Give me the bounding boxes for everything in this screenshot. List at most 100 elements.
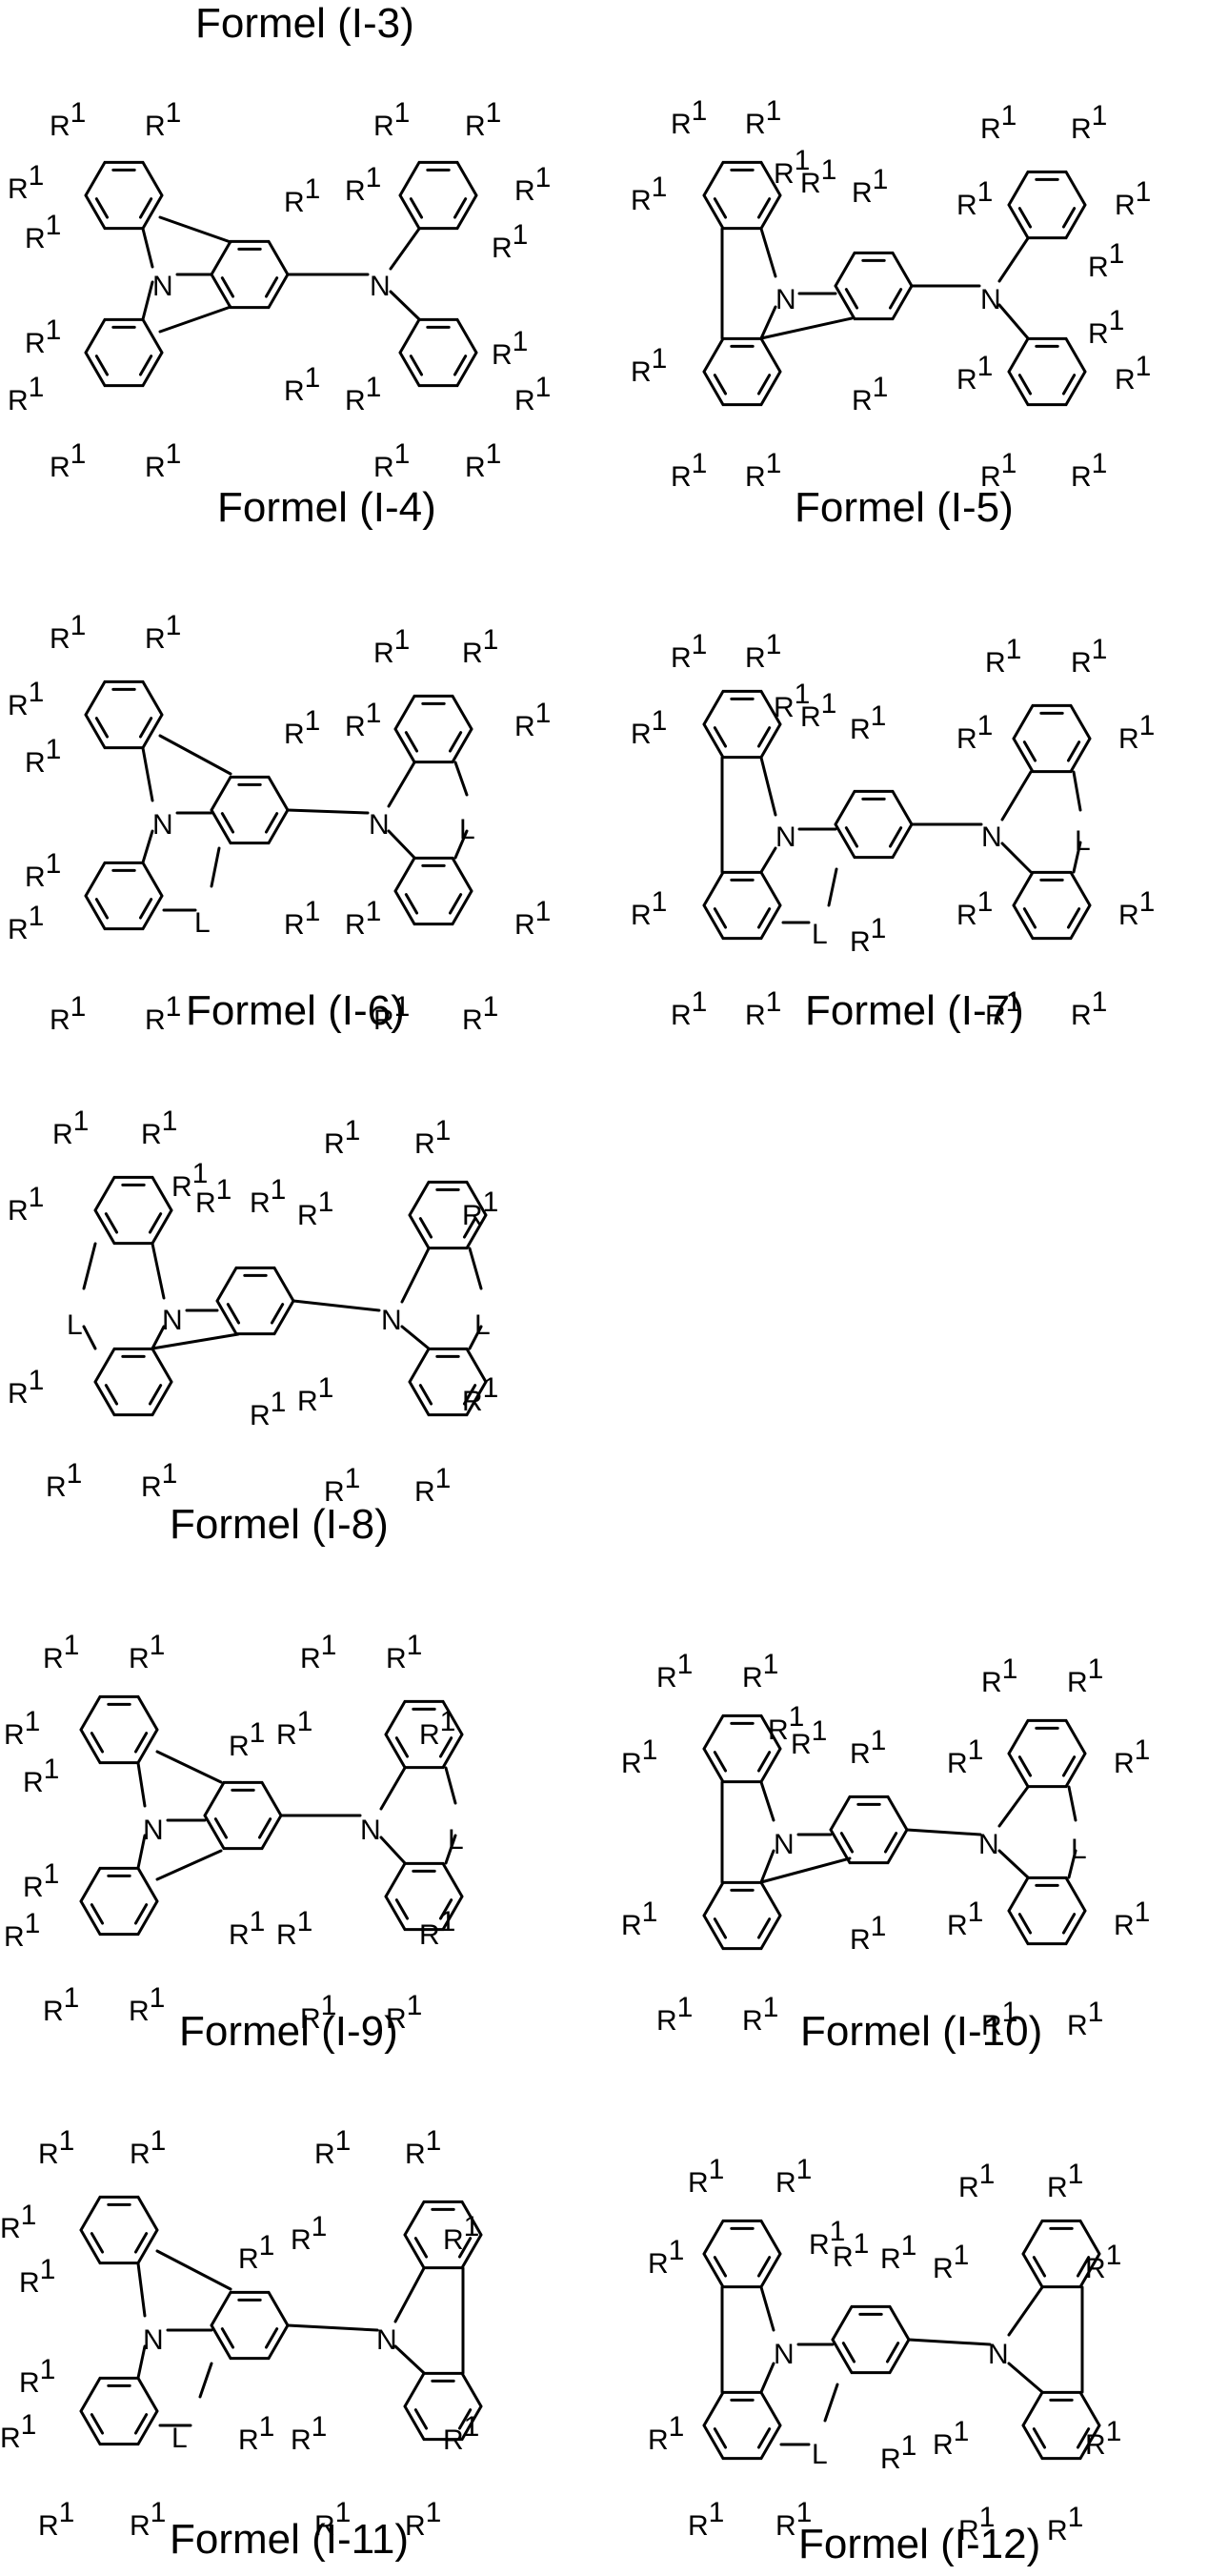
substituent-label-r1: R1 [284,896,320,941]
single-bond [155,1849,223,1881]
substituent-label-r1: R1 [38,2497,74,2542]
substituent-label-r1: R1 [419,1906,455,1951]
formula-caption: Formel (I-3) [195,0,414,47]
benzene-ring-edge [210,239,290,310]
double-bond [713,2256,728,2278]
single-bond [393,2344,426,2375]
benzene-ring-edge [84,160,164,231]
substituent-label-r1: R1 [933,2416,969,2461]
substituent-label-r1: R1 [671,448,707,493]
benzene-ring-edge [1021,2390,1101,2461]
substituent-label-r1: R1 [1047,2159,1083,2203]
double-bond [148,1212,163,1234]
single-bond [1072,770,1082,812]
benzene-ring-edge [829,1795,909,1865]
substituent-label-r1: R1 [1071,448,1107,493]
single-bond [997,236,1030,283]
double-bond [138,717,153,739]
benzene-ring-edge [79,2376,159,2446]
substituent-label-r1: R1 [462,1372,498,1417]
substituent-label-r1: R1 [1085,2240,1121,2284]
substituent-label-r1: R1 [492,326,528,371]
substituent-label-r1: R1 [1047,2502,1083,2546]
substituent-label-r1: R1 [1118,710,1155,755]
nitrogen-atom-label: N [980,284,1001,315]
substituent-label-r1: R1 [23,1858,59,1903]
benzene-ring-edge [702,1880,782,1951]
benzene-ring-edge [79,2195,159,2265]
nitrogen-atom-label: N [775,821,796,853]
substituent-label-r1: R1 [462,1187,498,1231]
substituent-label-r1: R1 [656,1649,693,1694]
substituent-label-r1: R1 [345,372,381,416]
substituent-label-r1: R1 [141,1458,177,1503]
substituent-label-r1: R1 [775,2154,812,2199]
substituent-label-r1: R1 [775,2497,812,2542]
substituent-label-r1: R1 [145,97,181,142]
benzene-ring-edge [834,251,914,321]
substituent-label-r1: R1 [129,1982,165,2027]
substituent-label-r1: R1 [1071,986,1107,1031]
substituent-label-r1: R1 [405,2125,441,2170]
substituent-label-r1: R1 [688,2154,724,2199]
substituent-label-r1: R1 [50,991,86,1036]
substituent-label-r1: R1 [145,610,181,655]
single-bond [389,227,421,271]
substituent-label-r1: R1 [985,986,1021,1031]
substituent-label-r1: R1 [276,1906,312,1951]
single-bond [136,1834,147,1870]
double-bond [888,826,903,848]
substituent-label-r1: R1 [250,1387,286,1431]
substituent-label-r1: R1 [229,1906,265,1951]
single-bond [905,1828,982,1836]
substituent-label-r1: R1 [852,164,888,209]
substituent-label-r1: R1 [648,2235,684,2280]
substituent-label-r1: R1 [405,2497,441,2542]
substituent-label-r1: R1 [850,1725,886,1770]
single-bond [907,2338,992,2346]
double-bond [839,1832,855,1854]
benzene-ring-edge [84,317,164,388]
substituent-label-r1: R1 [1118,886,1155,931]
substituent-label-r1: R1 [345,162,381,207]
substituent-label-r1: R1 [443,2411,479,2456]
double-bond [257,1817,272,1839]
linker-label-l: L [1071,1834,1087,1865]
benzene-ring-edge [702,2390,782,2461]
nitrogen-atom-label: N [152,271,173,302]
nitrogen-atom-label: N [360,1815,381,1846]
substituent-label-r1: R1 [19,2354,55,2399]
double-bond [1061,374,1077,396]
double-bond [104,1384,119,1406]
substituent-label-r1: R1 [25,210,61,254]
double-bond [90,1903,105,1925]
double-bond [448,893,463,915]
substituent-label-r1: R1 [373,438,410,483]
substituent-label-r1: R1 [8,1365,44,1410]
substituent-label-r1: R1 [947,1734,983,1779]
substituent-label-r1: R1 [631,343,667,388]
benzene-ring-edge [702,2219,782,2289]
substituent-label-r1: R1 [742,1992,778,2037]
substituent-label-r1: R1 [297,1372,333,1417]
nitrogen-atom-label: N [775,284,796,315]
benzene-ring-edge [1007,1876,1087,1946]
double-bond [138,355,153,376]
single-bond [400,1247,431,1304]
substituent-label-r1: R1 [981,1653,1017,1698]
substituent-label-r1: R1 [981,1997,1017,2041]
substituent-label-r1: R1 [850,700,886,745]
substituent-label-r1: R1 [4,1706,40,1751]
nitrogen-atom-label: N [152,809,173,841]
substituent-label-r1: R1 [1088,238,1124,283]
substituent-label-r1: R1 [880,2230,916,2275]
substituent-label-r1: R1 [1114,1734,1150,1779]
double-bond [264,812,279,834]
single-bond [82,1325,97,1350]
single-bond [136,2262,147,2318]
substituent-label-r1: R1 [1071,634,1107,679]
double-bond [94,717,110,739]
